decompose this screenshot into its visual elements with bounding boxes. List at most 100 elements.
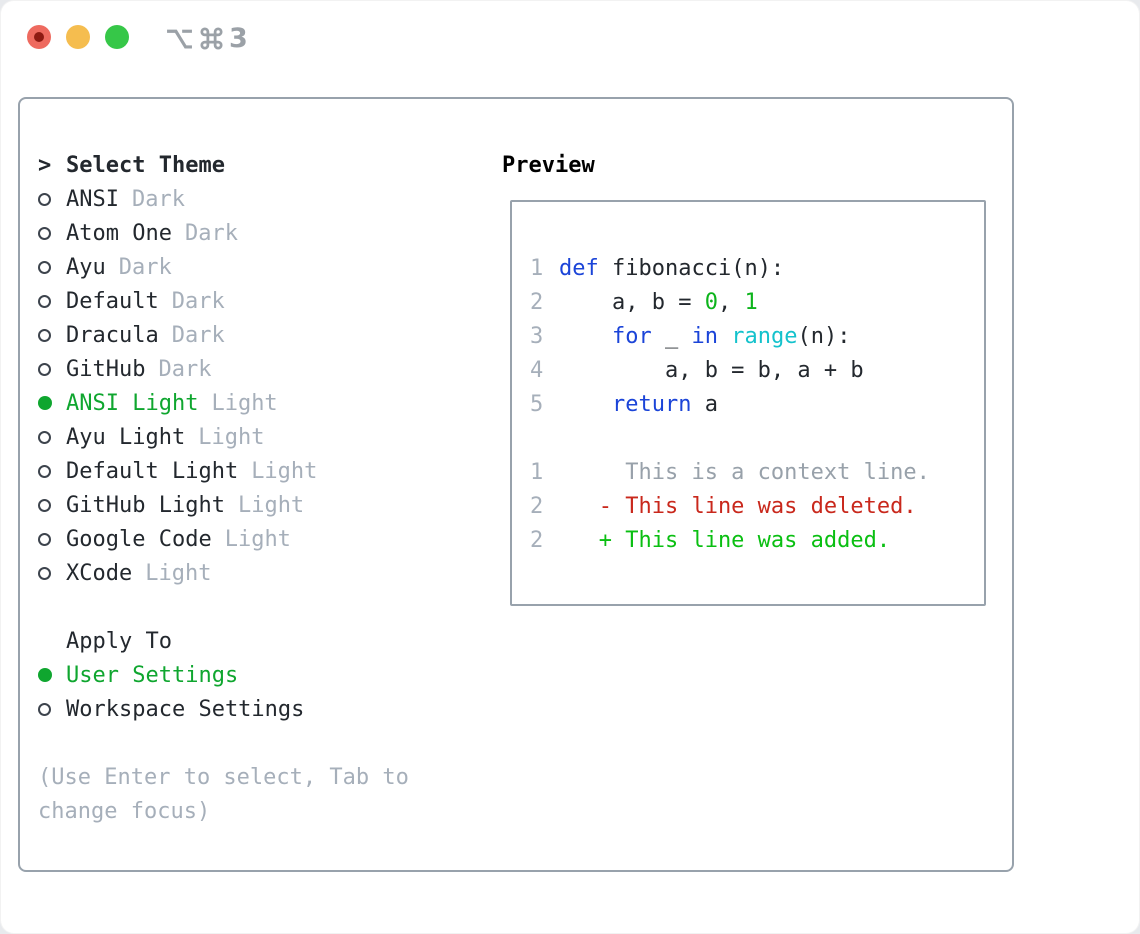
code-text [559, 324, 612, 349]
shortcut-number: 3 [229, 22, 248, 54]
theme-variant-tag: Light [251, 458, 318, 484]
theme-list: > Select Theme ANSI Dark Atom One Dark A… [38, 148, 409, 828]
theme-option-github-light[interactable]: GitHub Light Light [38, 488, 409, 522]
theme-option-github-dark[interactable]: GitHub Dark [38, 352, 409, 386]
line-number: 3 [530, 323, 544, 349]
theme-variant-tag: Dark [184, 220, 238, 246]
code-text [559, 392, 612, 417]
theme-name: Google Code [66, 526, 212, 552]
theme-variant-tag: Light [198, 424, 265, 450]
theme-option-default-light[interactable]: Default Light Light [38, 454, 409, 488]
code-line: 3 for _ in range(n): [530, 319, 984, 353]
code-line: 1 def fibonacci(n): [530, 251, 984, 285]
focus-caret-icon: > [38, 152, 52, 178]
apply-option-label: User Settings [66, 662, 239, 688]
close-button[interactable] [27, 25, 51, 49]
theme-option-ansi-dark[interactable]: ANSI Dark [38, 182, 409, 216]
theme-option-ansi-light-selected[interactable]: ANSI Light Light [38, 386, 409, 420]
theme-variant-tag: Light [224, 526, 291, 552]
line-number: 1 [530, 459, 544, 485]
code-text: a [691, 391, 718, 417]
code-keyword: for [611, 323, 652, 349]
diff-added-text: + This line was added. [559, 527, 891, 553]
code-keyword: in [691, 323, 718, 349]
code-number-literal: 0 [704, 289, 718, 315]
line-number: 2 [530, 289, 544, 315]
theme-option-xcode-light[interactable]: XCode Light [38, 556, 409, 590]
code-keyword: return [611, 391, 692, 417]
theme-variant-tag: Light [237, 492, 305, 518]
unsaved-dot-icon [34, 32, 44, 42]
code-text: fibonacci(n): [598, 255, 785, 281]
code-text: _ [651, 323, 692, 349]
apply-option-label: Workspace Settings [66, 696, 305, 722]
radio-selected-icon [38, 668, 66, 682]
theme-variant-tag: Light [145, 560, 212, 586]
diff-deleted-line: 2 - This line was deleted. [530, 489, 984, 523]
theme-option-dracula-dark[interactable]: Dracula Dark [38, 318, 409, 352]
theme-name: Default [66, 288, 159, 314]
theme-name: GitHub [66, 356, 146, 382]
apply-option-workspace-settings[interactable]: Workspace Settings [38, 692, 409, 726]
code-text [718, 324, 731, 349]
radio-icon [38, 532, 66, 546]
radio-icon [38, 260, 66, 274]
spacer [38, 726, 409, 760]
code-text: a, b = [559, 289, 705, 315]
theme-variant-tag: Dark [118, 254, 172, 280]
apply-to-header: Apply To [38, 624, 409, 658]
theme-name: Ayu Light [66, 424, 186, 450]
theme-variant-tag: Dark [158, 356, 212, 382]
theme-name: Atom One [66, 220, 172, 246]
section-title: Apply To [66, 628, 172, 654]
diff-deleted-text: - This line was deleted. [559, 493, 917, 519]
radio-icon [38, 702, 66, 716]
line-number: 4 [530, 357, 544, 383]
code-keyword: def [559, 255, 599, 281]
theme-option-google-code-light[interactable]: Google Code Light [38, 522, 409, 556]
hint-text-line2: change focus) [38, 798, 211, 824]
code-text: a, b = b, a + b [559, 357, 864, 383]
radio-icon [38, 566, 66, 580]
hint-text-line1: (Use Enter to select, Tab to [38, 764, 409, 790]
theme-name: GitHub Light [66, 492, 225, 518]
radio-icon [38, 192, 66, 206]
radio-icon [38, 226, 66, 240]
code-number-literal: 1 [744, 289, 758, 315]
option-key-icon [167, 29, 192, 49]
theme-name: Default Light [66, 458, 239, 484]
command-key-icon [200, 26, 223, 50]
radio-icon [38, 498, 66, 512]
radio-icon [38, 362, 66, 376]
radio-icon [38, 464, 66, 478]
section-title: Select Theme [66, 152, 225, 178]
theme-name: Dracula [66, 322, 159, 348]
theme-name: ANSI [66, 186, 119, 212]
theme-option-ayu-light[interactable]: Ayu Light Light [38, 420, 409, 454]
theme-name: ANSI Light [66, 390, 199, 416]
preview-header: Preview [502, 152, 595, 178]
code-text: (n): [797, 323, 851, 349]
theme-variant-tag: Dark [131, 186, 185, 212]
diff-context-text: This is a context line. [559, 459, 930, 485]
line-number: 1 [530, 255, 544, 281]
theme-variant-tag: Dark [171, 322, 225, 348]
radio-icon [38, 430, 66, 444]
theme-option-ayu-dark[interactable]: Ayu Dark [38, 250, 409, 284]
keyboard-shortcut-badge: 3 [165, 22, 248, 54]
line-number: 2 [530, 493, 544, 519]
zoom-button[interactable] [105, 25, 129, 49]
code-blank-line [530, 421, 984, 455]
select-theme-header: > Select Theme [38, 148, 409, 182]
theme-name: XCode [66, 560, 133, 586]
code-builtin: range [731, 323, 798, 349]
minimize-button[interactable] [66, 25, 90, 49]
code-line: 4 a, b = b, a + b [530, 353, 984, 387]
theme-variant-tag: Light [211, 390, 278, 416]
theme-option-default-dark[interactable]: Default Dark [38, 284, 409, 318]
radio-icon [38, 328, 66, 342]
diff-context-line: 1 This is a context line. [530, 455, 984, 489]
apply-option-user-settings[interactable]: User Settings [38, 658, 409, 692]
theme-option-atom-one-dark[interactable]: Atom One Dark [38, 216, 409, 250]
